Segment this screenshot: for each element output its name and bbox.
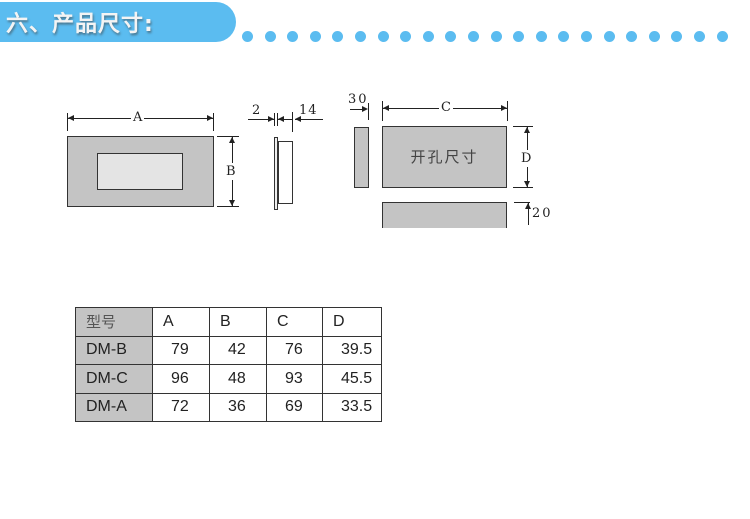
- dot-icon: [694, 31, 705, 42]
- dot-icon: [626, 31, 638, 42]
- dimension-line: [278, 119, 292, 120]
- cell-a: 79: [152, 335, 210, 365]
- dot-icon: [400, 31, 412, 42]
- dot-icon: [287, 31, 299, 42]
- dot-icon: [377, 31, 389, 42]
- adjacent-cutout-left: [354, 127, 369, 188]
- dot-icon: [648, 31, 660, 42]
- table-row: DM-A 72 36 69 33.5: [75, 392, 382, 422]
- dot-icon: [468, 31, 479, 42]
- arrow-down-icon: [524, 181, 530, 187]
- dimension-extension-line: [213, 113, 214, 131]
- dimension-line: [295, 119, 323, 120]
- dot-icon: [264, 31, 276, 42]
- arrow-right-icon: [207, 115, 213, 121]
- header-d: D: [322, 307, 382, 337]
- panel-cutout: [382, 126, 507, 188]
- dot-icon: [581, 31, 592, 42]
- dot-icon: [535, 31, 547, 42]
- dot-icon: [671, 31, 683, 42]
- cell-model: DM-B: [75, 335, 153, 365]
- dot-icon: [445, 31, 457, 42]
- cutout-label: 开孔尺寸: [410, 148, 479, 166]
- dimension-extension-line: [514, 202, 530, 203]
- cell-d: 45.5: [322, 364, 382, 394]
- cell-c: 69: [266, 392, 323, 422]
- dot-icon: [490, 31, 502, 42]
- arrow-right-icon: [362, 106, 368, 112]
- dimensions-table: 型号 A B C D DM-B 79 42 76 39.5 DM-C 96 48…: [75, 307, 382, 422]
- cell-c: 93: [266, 364, 323, 394]
- cell-a: 72: [152, 392, 210, 422]
- dot-icon: [355, 31, 366, 42]
- dimension-extension-line: [217, 136, 239, 137]
- dimension-line: [350, 109, 366, 110]
- dimension-label-thickness: 2: [252, 103, 261, 118]
- header-c: C: [266, 307, 323, 337]
- cell-b: 36: [209, 392, 267, 422]
- cell-model: DM-A: [75, 392, 153, 422]
- dimension-label-b: B: [225, 163, 237, 180]
- dimension-line: [248, 119, 274, 120]
- dimension-extension-line: [513, 126, 533, 127]
- cell-b: 42: [209, 335, 267, 365]
- arrow-up-icon: [524, 127, 530, 133]
- arrow-right-icon: [268, 116, 274, 122]
- table-row: DM-C 96 48 93 45.5: [75, 364, 382, 394]
- dimension-extension-line: [217, 206, 239, 207]
- dimension-extension-line: [67, 113, 68, 131]
- dot-icon: [513, 31, 525, 42]
- arrow-right-icon: [501, 105, 507, 111]
- dot-divider: [238, 31, 750, 43]
- dot-icon: [603, 31, 615, 42]
- dimension-line: [528, 203, 529, 225]
- cell-model: DM-C: [75, 364, 153, 394]
- table-header-row: 型号 A B C D: [75, 307, 382, 337]
- adjacent-cutout-below: [382, 202, 507, 228]
- dot-icon: [716, 31, 728, 42]
- section-title: 六、产品尺寸:: [6, 12, 154, 37]
- header-model: 型号: [75, 307, 153, 337]
- dimension-label-c: C: [439, 100, 453, 115]
- dimension-label-depth: 14: [299, 103, 318, 118]
- arrow-left-icon: [295, 116, 301, 122]
- side-panel-body: [278, 141, 293, 204]
- arrow-left-icon: [383, 105, 389, 111]
- dimension-extension-line: [274, 113, 275, 126]
- dot-icon: [242, 31, 253, 42]
- dimension-label-horizontal-spacing: 30: [348, 92, 369, 107]
- dot-icon: [558, 31, 570, 42]
- display-window: [97, 153, 183, 190]
- cell-d: 33.5: [322, 392, 382, 422]
- dimension-label-vertical-spacing: 20: [532, 206, 553, 221]
- side-panel-bezel: [274, 137, 278, 210]
- dimension-label-a: A: [131, 110, 145, 125]
- dimension-extension-line: [292, 112, 293, 132]
- arrow-up-icon: [229, 137, 235, 143]
- cell-d: 39.5: [322, 335, 382, 365]
- arrow-up-icon: [525, 203, 531, 209]
- dimension-extension-line: [513, 187, 533, 188]
- dot-icon: [332, 31, 344, 42]
- header-a: A: [152, 307, 210, 337]
- cell-c: 76: [266, 335, 323, 365]
- cell-a: 96: [152, 364, 210, 394]
- dimension-extension-line: [368, 103, 369, 120]
- arrow-left-icon: [68, 115, 74, 121]
- dimension-extension-line: [277, 113, 278, 126]
- section-banner: 六、产品尺寸:: [0, 2, 236, 42]
- header-b: B: [209, 307, 267, 337]
- arrow-down-icon: [229, 200, 235, 206]
- dimension-extension-line: [382, 101, 383, 121]
- dimension-extension-line: [507, 101, 508, 121]
- dot-icon: [422, 31, 434, 42]
- dimension-label-d: D: [520, 150, 533, 167]
- dot-icon: [309, 31, 321, 42]
- cell-b: 48: [209, 364, 267, 394]
- table-row: DM-B 79 42 76 39.5: [75, 335, 382, 365]
